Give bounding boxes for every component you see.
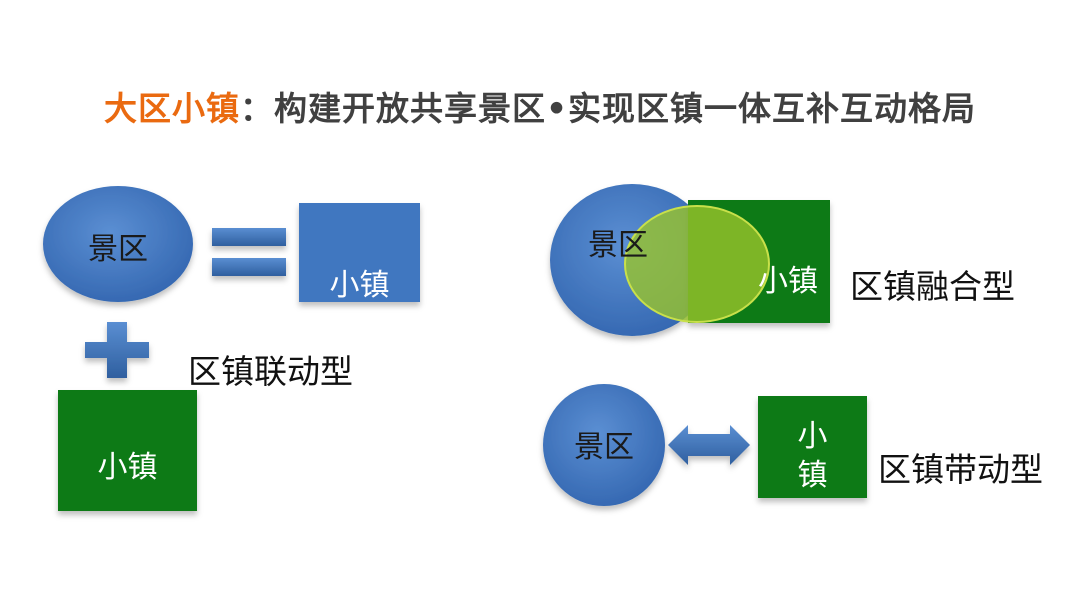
page-title: 大区小镇：构建开放共享景区•实现区镇一体互补互动格局 <box>0 82 1080 130</box>
double-arrow <box>668 425 750 465</box>
scenic-label-driving: 景区 <box>574 430 634 465</box>
linkage-model-label: 区镇联动型 <box>188 352 353 391</box>
scenic-label-fusion: 景区 <box>588 228 648 263</box>
scenic-circle-driving <box>543 384 665 506</box>
plus-sign <box>85 322 149 378</box>
town-label-driving-top: 小 <box>797 419 828 454</box>
fusion-model-label: 区镇融合型 <box>850 267 1015 306</box>
scenic-label-left: 景区 <box>88 232 148 267</box>
scenic-ellipse-left <box>43 186 193 302</box>
equals-sign <box>212 228 286 276</box>
title-highlight: 大区小镇 <box>103 89 240 128</box>
town-rect-driving <box>758 396 867 498</box>
title-rest: ：构建开放共享景区•实现区镇一体互补互动格局 <box>239 89 977 128</box>
town-label-fusion: 小镇 <box>758 264 818 299</box>
town-square-blue <box>299 203 420 302</box>
driving-model-label: 区镇带动型 <box>878 450 1043 489</box>
town-label-driving-bottom: 镇 <box>797 458 828 493</box>
town-label-blue: 小镇 <box>329 268 390 303</box>
overlap-ellipse <box>624 205 770 323</box>
town-label-green: 小镇 <box>97 450 158 485</box>
town-square-green <box>58 390 197 511</box>
